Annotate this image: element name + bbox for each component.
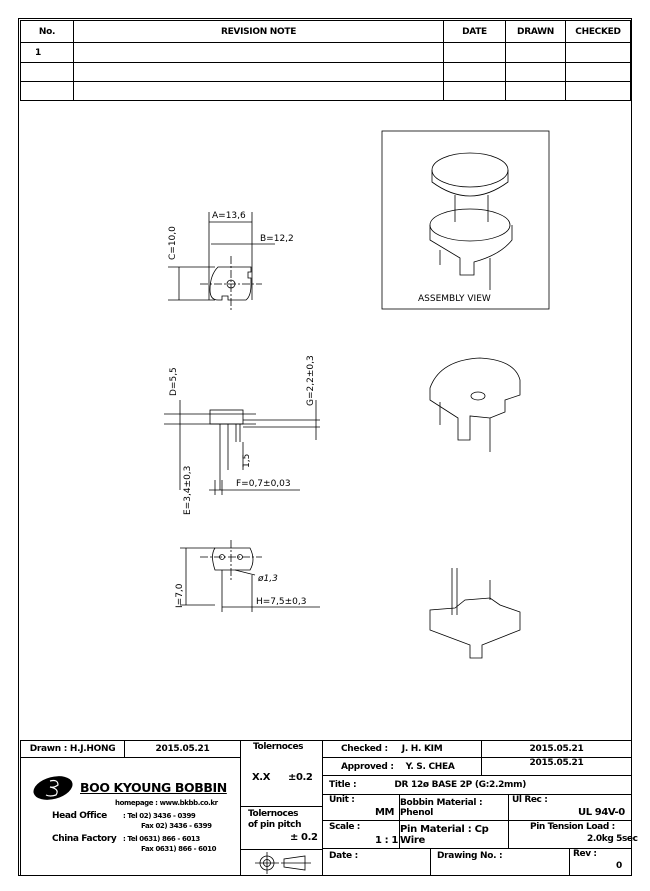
approved-by: Y. S. CHEA — [405, 761, 455, 772]
dim-d: D=5,5 — [169, 367, 179, 396]
dim-diameter: ø1,3 — [257, 574, 278, 584]
third-angle-projection-icon — [255, 852, 311, 874]
dim-i: I=7,0 — [175, 583, 185, 608]
checked-label: Checked : — [341, 744, 388, 754]
pins-iso-view — [429, 568, 521, 659]
top-view — [168, 212, 275, 310]
company-name: BOO KYOUNG BOBBIN — [80, 780, 227, 795]
head-office-label: Head Office — [52, 811, 107, 821]
dim-b: B=12,2 — [260, 234, 294, 244]
rev-value: 0 — [616, 861, 622, 871]
checked-cell: Checked : J. H. KIM — [322, 740, 482, 758]
head-office-fax: Fax 02) 3436 - 6399 — [141, 822, 212, 830]
china-factory-tel: : Tel 0631) 866 - 6013 — [123, 835, 200, 843]
row-3-checked — [565, 81, 631, 101]
side-view — [164, 400, 320, 495]
pin-pitch-label-1: Tolernoces — [248, 809, 299, 819]
dim-h: H=7,5±0,3 — [256, 597, 306, 607]
dim-a: A=13,6 — [212, 211, 246, 221]
rev-label: Rev : — [573, 849, 597, 859]
drawn-by: Drawn : H.J.HONG — [20, 740, 125, 758]
dim-e: E=3,4±0,3 — [183, 466, 193, 515]
bottom-view — [180, 540, 320, 612]
dim-f: F=0,7±0,03 — [236, 479, 291, 489]
approved-label: Approved : — [341, 761, 394, 772]
pin-material: Pin Material : Cp Wire — [399, 820, 509, 849]
date-cell: Date : — [322, 848, 431, 876]
dim-c: C=10,0 — [168, 226, 178, 260]
tolerance-label: Tolernoces — [253, 742, 304, 752]
approved-date: 2015.05.21 — [481, 757, 632, 776]
technical-drawing: A=13,6 B=12,2 C=10,0 D=5,5 G=2,2±0,3 E=3… — [164, 130, 550, 659]
tolerance-value: ±0.2 — [288, 772, 313, 783]
unit-value: MM — [375, 807, 395, 818]
unit-label: Unit : — [329, 795, 355, 805]
title-label: Title : — [329, 780, 357, 790]
assembly-view-label: ASSEMBLY VIEW — [418, 294, 491, 304]
scale-label: Scale : — [329, 822, 361, 832]
head-office-tel: : Tel 02) 3436 - 0399 — [123, 812, 196, 820]
pin-pitch-value: ± 0.2 — [290, 832, 318, 843]
china-factory-label: China Factory — [52, 834, 117, 844]
scale-value: 1 : 1 — [375, 835, 398, 846]
drawing-title: DR 12ø BASE 2P (G:2.2mm) — [394, 780, 527, 790]
dim-g: G=2,2±0,3 — [306, 355, 316, 406]
assembly-view-box — [381, 130, 550, 310]
ul-value: UL 94V-0 — [578, 807, 625, 818]
tolerance-xx: X.X — [252, 772, 271, 783]
bobbin-material: Bobbin Material : Phenol — [399, 794, 509, 821]
ul-label: Ul Rec : — [512, 795, 548, 805]
drawn-date: 2015.05.21 — [124, 740, 241, 758]
tension-label: Pin Tension Load : — [530, 822, 615, 832]
tension-value: 2.0kg 5sec — [587, 834, 638, 844]
homepage: homepage : www.bkbb.co.kr — [115, 799, 218, 807]
checked-by: J. H. KIM — [401, 744, 443, 754]
checked-date: 2015.05.21 — [481, 740, 632, 758]
pin-pitch-label-2: of pin pitch — [248, 820, 302, 830]
company-logo — [33, 776, 73, 800]
china-factory-fax: Fax 0631) 866 - 6010 — [141, 845, 217, 853]
approved-cell: Approved : Y. S. CHEA — [322, 757, 482, 776]
assembly-view-illustration — [429, 152, 513, 290]
dim-pitch: 1,5 — [242, 454, 252, 468]
base-iso-view — [429, 357, 521, 452]
title-cell: Title : DR 12ø BASE 2P (G:2.2mm) — [322, 775, 632, 795]
rev-cell — [569, 848, 632, 876]
drawing-no-cell: Drawing No. : — [430, 848, 570, 876]
